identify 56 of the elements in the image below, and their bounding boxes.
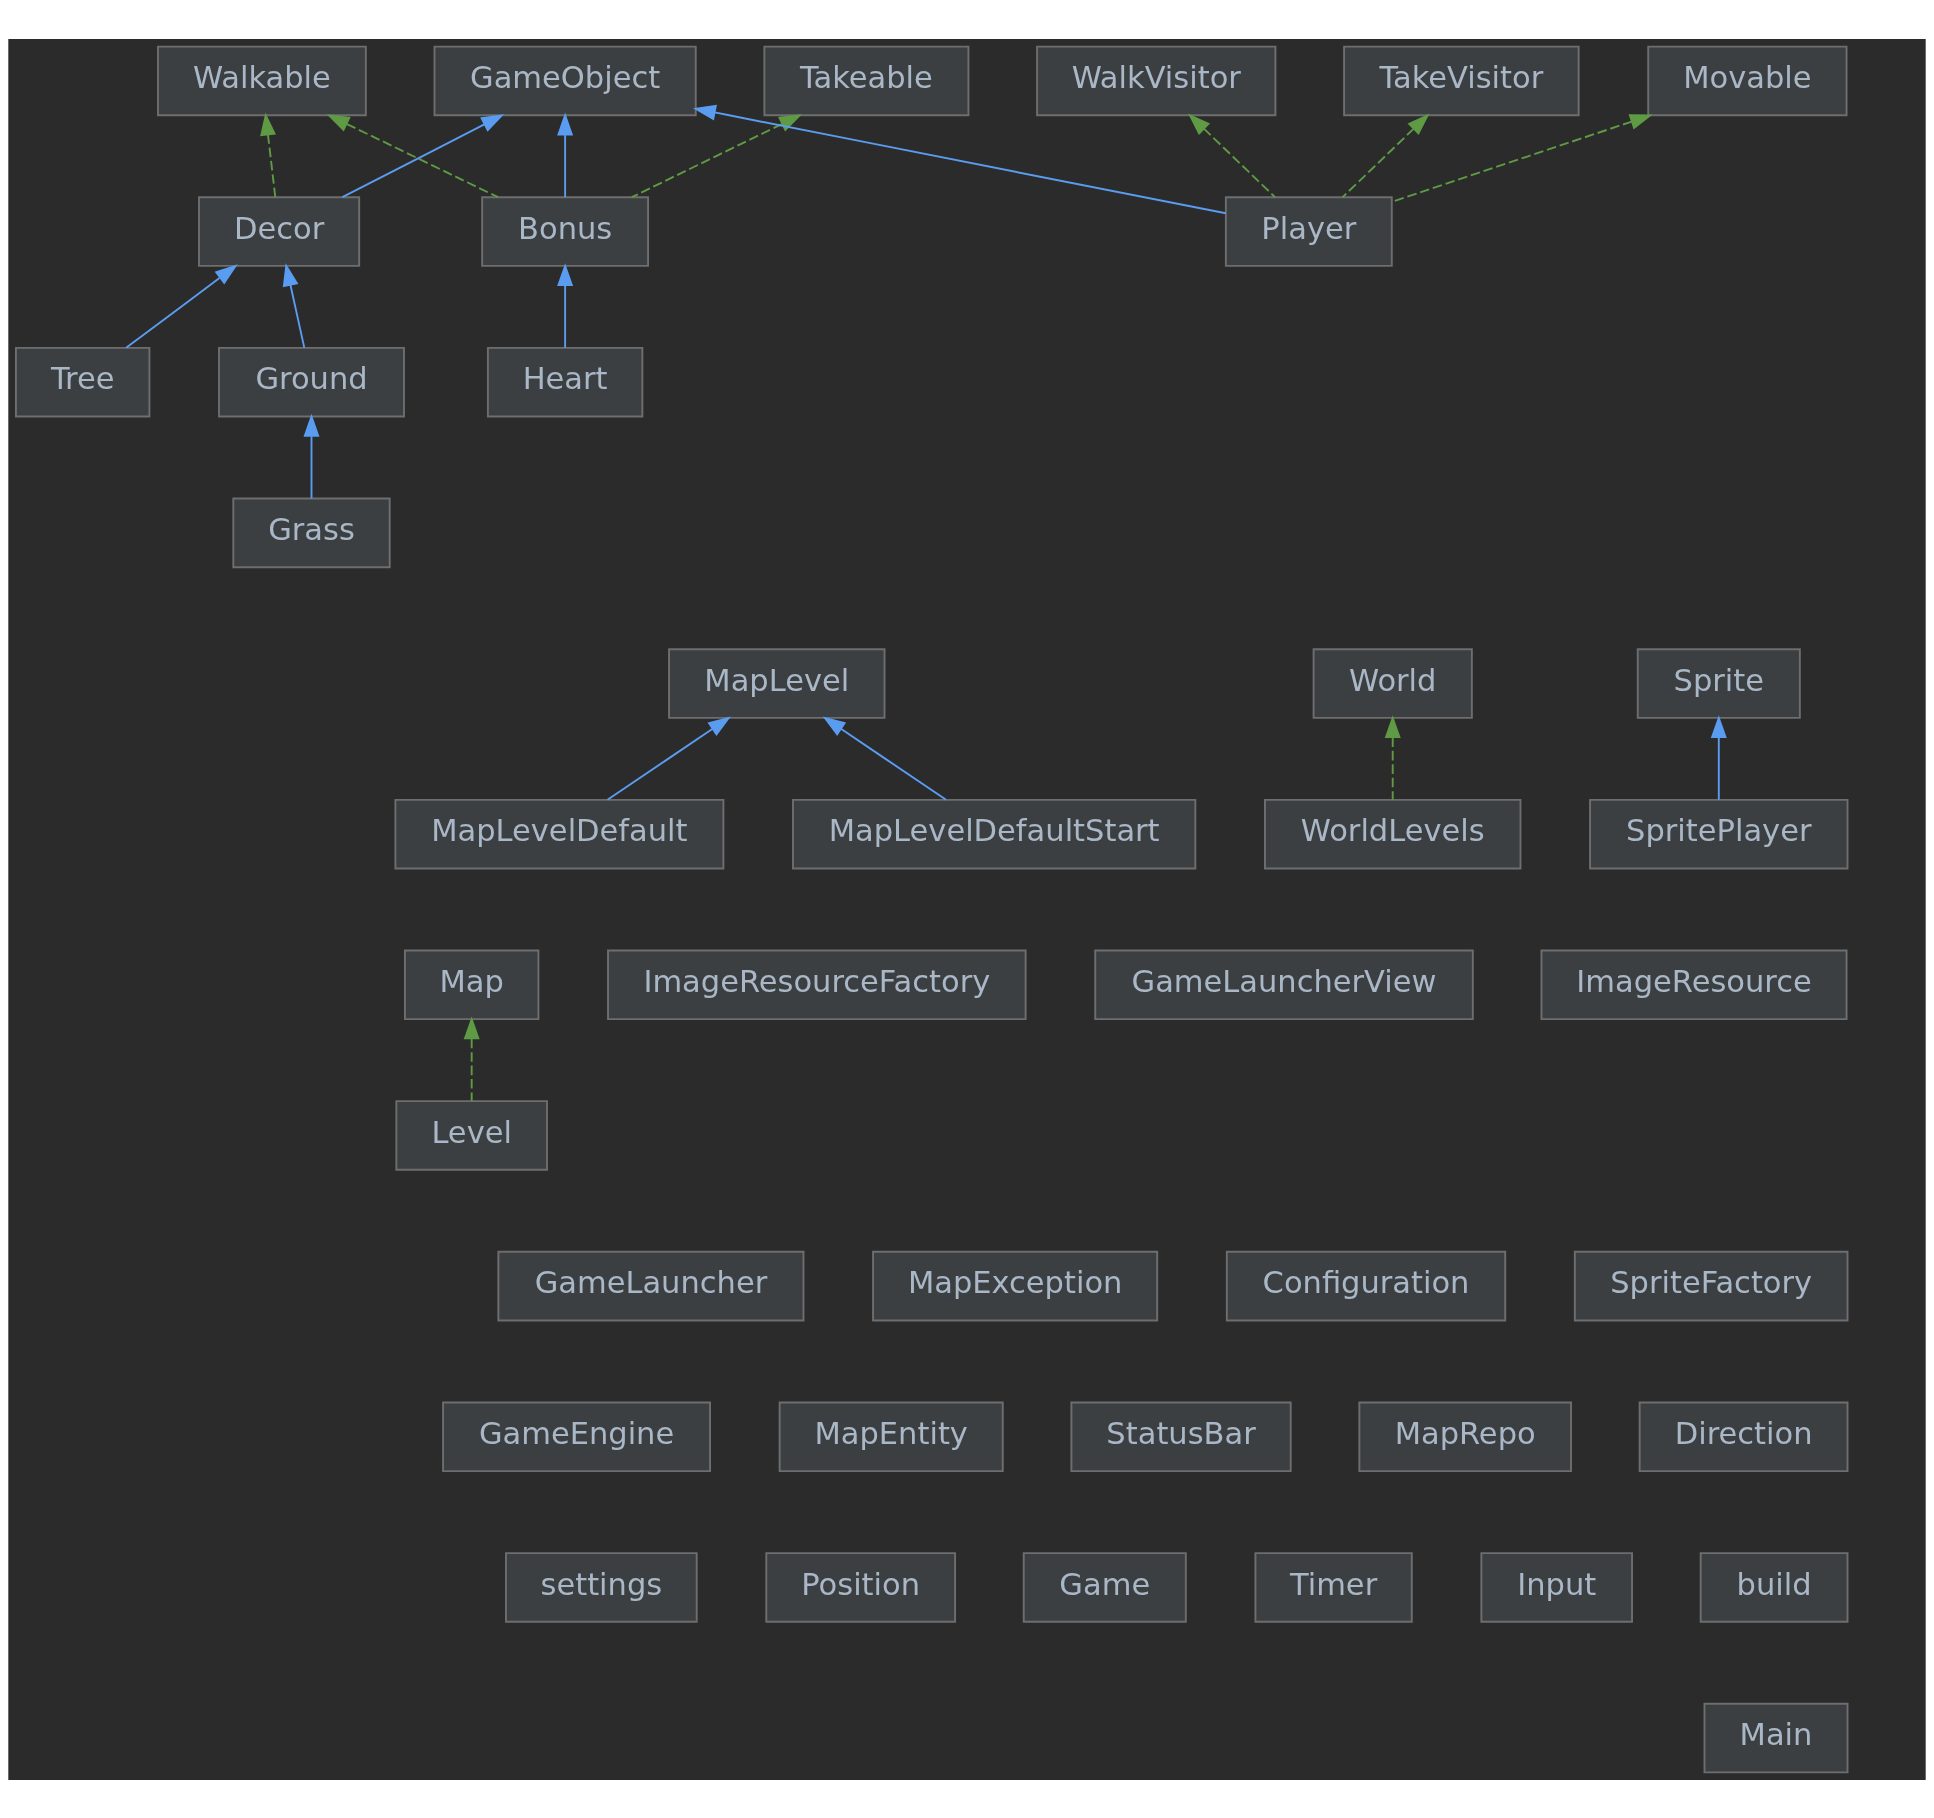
arrow (557, 262, 574, 349)
node-box: GameEngine (442, 1400, 711, 1472)
node-box: TakeVisitor (1343, 45, 1580, 116)
node-box: Tree (14, 346, 151, 418)
node-box: MapLevelDefault (394, 798, 725, 869)
node-box: Direction (1638, 1400, 1849, 1472)
arrow (822, 715, 947, 801)
node-box: Configuration (1225, 1250, 1507, 1321)
node-box: Input (1480, 1551, 1633, 1623)
node-box: GameLauncher (497, 1250, 805, 1321)
node-box: SpritePlayer (1589, 798, 1849, 869)
arrow (1384, 714, 1401, 801)
node-box: MapLevel (668, 647, 886, 719)
node-box: Timer (1254, 1551, 1413, 1623)
node-box: Heart (486, 346, 644, 418)
node-box: Bonus (481, 195, 650, 267)
node-box: Level (395, 1099, 548, 1171)
node-box: MapRepo (1358, 1400, 1572, 1472)
arrow (125, 263, 238, 349)
node-box: Movable (1647, 45, 1848, 116)
node-box: WorldLevels (1264, 798, 1522, 869)
node-box: Main (1703, 1702, 1849, 1773)
node-box: ImageResourceFactory (607, 949, 1027, 1020)
node-box: Decor (198, 195, 361, 267)
node-box: Sprite (1636, 647, 1801, 719)
arrow (557, 112, 574, 198)
arrow (630, 113, 803, 198)
arrow (1710, 714, 1727, 801)
node-box: Game (1022, 1551, 1187, 1623)
arrow (463, 1015, 480, 1102)
node-box: build (1699, 1551, 1849, 1623)
arrow (282, 262, 306, 349)
node-box: MapException (872, 1250, 1159, 1321)
node-box: Ground (218, 346, 405, 418)
node-box: SpriteFactory (1573, 1250, 1849, 1321)
node-box: GameLauncherView (1094, 949, 1474, 1020)
node-box: MapEntity (778, 1400, 1004, 1472)
arrow (606, 715, 731, 801)
node-box: Walkable (157, 45, 367, 116)
arrow (260, 112, 277, 198)
node-box: Takeable (763, 45, 970, 116)
node-box: ImageResource (1540, 949, 1848, 1020)
arrow (1188, 112, 1276, 198)
node-box: WalkVisitor (1036, 45, 1277, 116)
node-box: MapLevelDefaultStart (792, 798, 1197, 869)
node-box: GameObject (433, 45, 697, 116)
node-box: Position (765, 1551, 957, 1623)
node-box: Player (1224, 195, 1393, 267)
arrow (1341, 112, 1430, 198)
arrow (692, 104, 1227, 214)
arrow (303, 413, 320, 499)
node-box: StatusBar (1070, 1400, 1292, 1472)
node-box: Map (404, 949, 540, 1020)
node-box: World (1312, 647, 1473, 719)
node-box: Grass (232, 497, 391, 568)
node-box: settings (505, 1551, 698, 1623)
